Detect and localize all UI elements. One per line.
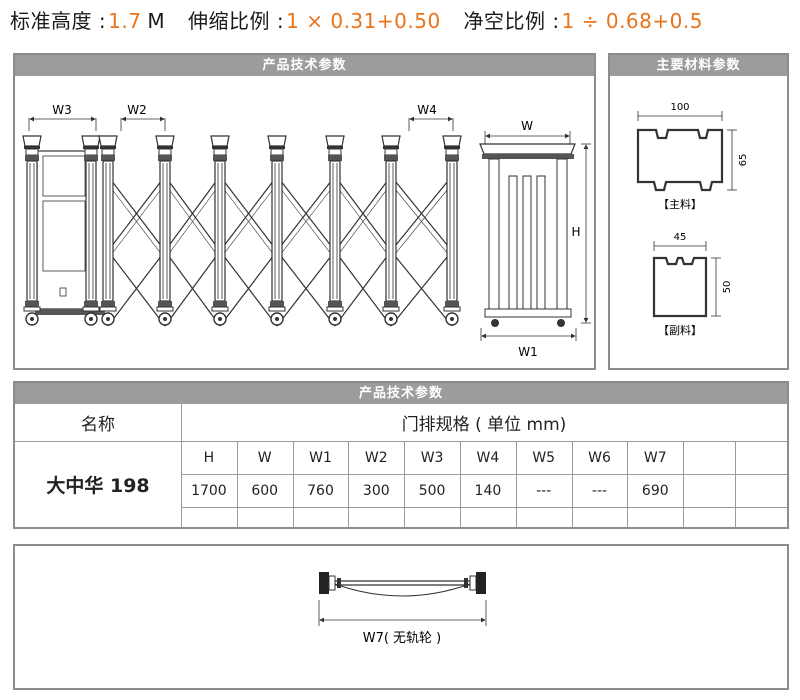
standard-height-unit: M <box>147 9 166 33</box>
spec-col-value: 690 <box>641 482 669 499</box>
spec-col-header <box>735 441 787 474</box>
main-profile-height: 65 <box>738 154 749 167</box>
spec-column-header: 门排规格 ( 单位 mm) <box>401 415 567 435</box>
spec-col-value <box>683 474 735 507</box>
spec-table: 名称 门排规格 ( 单位 mm) 大中华 198 H 1700 W 600 W1 760 W… <box>15 404 787 527</box>
sub-profile-section: 45 50 【副料】 <box>652 232 733 337</box>
spec-col-value: 500 <box>418 482 446 499</box>
stretch-ratio-label: 伸缩比例 : <box>188 9 285 33</box>
spec-col-value: --- <box>591 482 608 499</box>
spec-col-header: W <box>257 449 272 466</box>
spec-col-value: 600 <box>251 482 279 499</box>
right-wheel-icon <box>476 572 486 594</box>
gate-side-view: W H W1 <box>479 119 591 359</box>
dim-label-h: H <box>571 225 580 239</box>
spec-col-value: 1700 <box>191 482 227 499</box>
spec-col-header: W3 <box>420 449 444 466</box>
spec-col-value: 300 <box>362 482 390 499</box>
product-name: 大中华 198 <box>46 474 150 497</box>
spec-table-panel: 产品技术参数 名称 门排规格 ( 单位 mm) 大中华 198 H 1700 W 60… <box>13 381 789 529</box>
dim-label-w4: W4 <box>417 103 437 117</box>
spec-col-header: W1 <box>309 449 332 466</box>
spec-col-header: W7 <box>643 449 667 466</box>
dim-label-w3: W3 <box>52 103 72 117</box>
spec-col-header: W2 <box>364 449 388 466</box>
wheel-axle-drawing: W7( 无轨轮 ) <box>318 572 487 646</box>
technical-drawing-title: 产品技术参数 <box>15 55 594 76</box>
spec-col-value: --- <box>536 482 552 499</box>
spec-col-header: W6 <box>588 449 611 466</box>
left-wheel-icon <box>319 572 329 594</box>
standard-height-value: 1.7 <box>108 9 142 33</box>
spec-col-value: 760 <box>307 482 334 499</box>
materials-drawing: 100 65 【主料】 45 50 【副料】 <box>636 102 749 337</box>
spec-col-header: W4 <box>476 449 500 466</box>
main-profile-section: 100 65 【主料】 <box>636 102 749 211</box>
dim-label-w2: W2 <box>127 103 147 117</box>
materials-panel-title: 主要材料参数 <box>610 55 787 76</box>
main-profile-caption: 【主料】 <box>658 197 702 211</box>
stretch-ratio-value: 1 × 0.31+0.50 <box>286 9 441 33</box>
dim-label-w1: W1 <box>518 345 538 359</box>
spec-col-header: H <box>203 449 215 466</box>
materials-panel: 主要材料参数 100 65 【主料】 45 50 【副料】 <box>608 53 789 370</box>
w7-caption: W7( 无轨轮 ) <box>363 631 442 646</box>
clear-ratio-label: 净空比例 : <box>463 9 560 33</box>
spec-col-value <box>735 474 787 507</box>
track-wheel-panel: W7( 无轨轮 ) <box>13 544 789 690</box>
technical-drawing-panel: 产品技术参数 <box>13 53 596 370</box>
spec-col-value: 140 <box>474 482 502 499</box>
spec-col-header: W5 <box>532 449 556 466</box>
sub-profile-caption: 【副料】 <box>658 323 702 337</box>
dim-label-w: W <box>521 119 533 133</box>
sub-profile-width: 45 <box>674 232 687 243</box>
name-column-header: 名称 <box>81 415 115 435</box>
clear-ratio-value: 1 ÷ 0.68+0.5 <box>561 9 703 33</box>
main-profile-width: 100 <box>670 102 689 113</box>
standard-height-label: 标准高度 : <box>10 9 107 33</box>
sub-profile-height: 50 <box>722 281 733 294</box>
spec-col-header <box>683 441 735 474</box>
spec-table-title: 产品技术参数 <box>15 383 787 404</box>
gate-drawing: W3 W2 W4 <box>22 103 591 359</box>
